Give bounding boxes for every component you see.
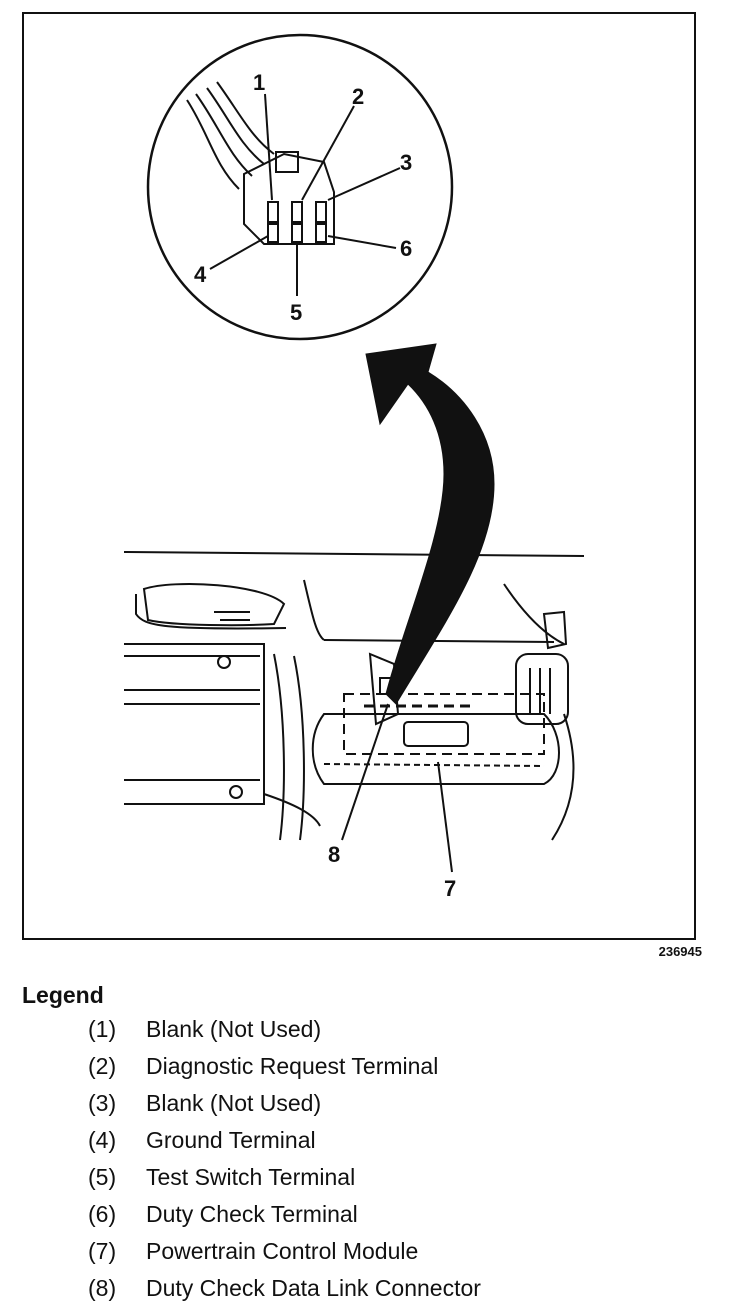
diagram-figure: 1 2 3 4 5 6 7 8: [22, 12, 696, 940]
legend-text: Test Switch Terminal: [146, 1164, 356, 1190]
terminal-5: [291, 223, 303, 243]
diagram-drawing: 1 2 3 4 5 6 7 8: [123, 33, 585, 901]
legend-number: (4): [88, 1127, 117, 1153]
callout-1: 1: [253, 70, 265, 95]
callout-6: 6: [400, 236, 412, 261]
legend-item: (4) Ground Terminal: [88, 1127, 481, 1164]
connector-body: [243, 152, 335, 245]
callout-5: 5: [290, 300, 302, 325]
center-stack: [124, 643, 265, 805]
legend-number: (2): [88, 1053, 117, 1079]
left-vent: [142, 583, 286, 627]
dash-top-line: [123, 551, 585, 557]
legend-text: Powertrain Control Module: [146, 1238, 419, 1264]
callout-8: 8: [328, 842, 340, 867]
right-vent: [515, 653, 569, 725]
legend-number: (1): [88, 1016, 117, 1042]
wire-harness: [186, 81, 275, 190]
legend-item: (7) Powertrain Control Module: [88, 1238, 481, 1275]
legend-text: Ground Terminal: [146, 1127, 316, 1153]
legend-item: (3) Blank (Not Used): [88, 1090, 481, 1127]
terminal-3: [315, 201, 327, 223]
legend-item: (8) Duty Check Data Link Connector: [88, 1275, 481, 1312]
figure-id-number: 236945: [658, 944, 702, 959]
callout-2: 2: [352, 84, 364, 109]
terminal-4: [267, 223, 279, 243]
legend-list: (1) Blank (Not Used) (2) Diagnostic Reques…: [88, 1016, 481, 1312]
legend-text: Duty Check Data Link Connector: [146, 1275, 481, 1301]
detail-circle: [146, 33, 454, 341]
glovebox-handle: [403, 721, 469, 747]
callout-3: 3: [400, 150, 412, 175]
terminal-2: [291, 201, 303, 223]
glovebox: [311, 713, 560, 785]
terminal-6: [315, 223, 327, 243]
legend-text: Blank (Not Used): [146, 1016, 322, 1042]
legend-item: (6) Duty Check Terminal: [88, 1201, 481, 1238]
legend-text: Blank (Not Used): [146, 1090, 322, 1116]
legend-number: (7): [88, 1238, 117, 1264]
legend-number: (8): [88, 1275, 117, 1301]
pcm-outline: [343, 693, 545, 755]
legend-number: (5): [88, 1164, 117, 1190]
callout-7: 7: [444, 876, 456, 901]
callout-4: 4: [194, 262, 207, 287]
legend-title: Legend: [22, 982, 104, 1008]
terminal-1: [267, 201, 279, 223]
dlc-bracket: [368, 652, 400, 726]
pointer-arrow: [365, 343, 495, 705]
legend-text: Diagnostic Request Terminal: [146, 1053, 439, 1079]
legend-number: (3): [88, 1090, 117, 1116]
legend-item: (2) Diagnostic Request Terminal: [88, 1053, 481, 1090]
legend-number: (6): [88, 1201, 117, 1227]
legend-text: Duty Check Terminal: [146, 1201, 358, 1227]
connector-latch: [275, 151, 299, 173]
legend-item: (1) Blank (Not Used): [88, 1016, 481, 1053]
legend-item: (5) Test Switch Terminal: [88, 1164, 481, 1201]
